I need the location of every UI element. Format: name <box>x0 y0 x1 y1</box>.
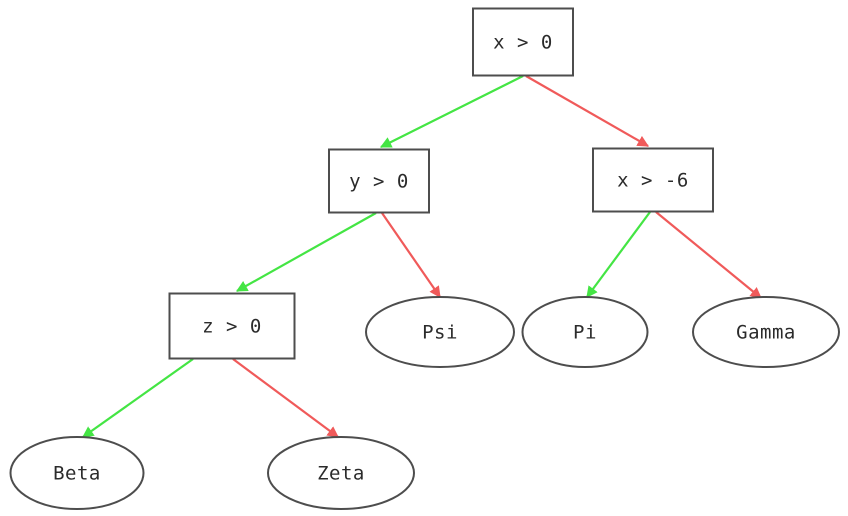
node-gamma-label: Gamma <box>736 322 796 344</box>
node-gamma[interactable]: Gamma <box>692 296 840 368</box>
node-psi[interactable]: Psi <box>365 296 515 368</box>
node-z_gt_0-rect <box>168 292 296 360</box>
node-psi-label: Psi <box>422 322 458 344</box>
node-pi[interactable]: Pi <box>521 296 649 368</box>
node-z_gt_0-label: z > 0 <box>202 316 262 338</box>
node-beta[interactable]: Beta <box>9 436 145 510</box>
node-y_gt_0-label: y > 0 <box>349 171 409 193</box>
node-y_gt_0[interactable]: y > 0 <box>328 148 430 214</box>
node-x_gt_m6[interactable]: x > -6 <box>592 147 714 213</box>
edges-layer <box>82 75 762 438</box>
node-y_gt_0-rect <box>328 148 430 214</box>
edge-x_gt_m6-to-pi-true <box>586 211 651 298</box>
node-pi-ellipse <box>521 296 649 368</box>
edge-root-to-y_gt_0-true <box>379 75 524 148</box>
node-root[interactable]: x > 0 <box>472 7 574 77</box>
node-psi-ellipse <box>365 296 515 368</box>
node-beta-label: Beta <box>53 463 101 485</box>
node-zeta-label: Zeta <box>317 463 365 485</box>
edge-root-to-x_gt_m6-false <box>525 75 649 147</box>
node-root-rect <box>472 7 574 77</box>
node-root-label: x > 0 <box>493 32 553 54</box>
node-x_gt_m6-rect <box>592 147 714 213</box>
node-beta-ellipse <box>9 436 145 510</box>
edge-x_gt_m6-to-gamma-false <box>655 211 762 299</box>
edge-z_gt_0-to-beta-true <box>82 358 194 438</box>
node-zeta[interactable]: Zeta <box>267 436 415 510</box>
node-pi-label: Pi <box>573 322 597 344</box>
node-gamma-ellipse <box>692 296 840 368</box>
edge-y_gt_0-to-z_gt_0-true <box>236 212 377 292</box>
node-x_gt_m6-label: x > -6 <box>617 170 689 192</box>
node-z_gt_0[interactable]: z > 0 <box>168 292 296 360</box>
edge-z_gt_0-to-zeta-false <box>232 358 339 438</box>
node-zeta-ellipse <box>267 436 415 510</box>
edge-y_gt_0-to-psi-false <box>381 212 441 298</box>
